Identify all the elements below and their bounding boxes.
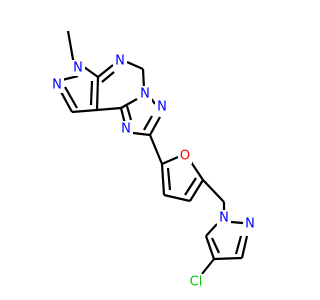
atom-label-n1: N	[73, 61, 83, 76]
bond-n8-pc3	[240, 235, 249, 259]
bond-c3a-c7a	[95, 76, 100, 111]
bond-c9a-c3a	[96, 106, 122, 112]
bond-n1-n2	[61, 74, 79, 82]
bond-c9a-n5-double	[125, 105, 133, 121]
bond-fc5-ch2	[202, 179, 225, 203]
atom-cl1: Cl	[185, 274, 207, 290]
bond-c2-furan	[148, 134, 164, 165]
atom-label-n2: N	[52, 78, 62, 93]
bond-pc3-pc4	[213, 256, 243, 261]
bond-c2-n6-double	[143, 115, 153, 131]
bond-c7a-n3-double	[101, 71, 115, 83]
bond-n8-pc3-double	[234, 235, 243, 255]
bond-c3a-c7a-double	[89, 80, 94, 106]
atom-n1: N	[71, 60, 85, 76]
atom-label-n3: N	[115, 54, 125, 69]
bond-c7a-n3	[97, 64, 114, 78]
bond-n4-c9a	[120, 98, 138, 109]
atom-n2: N	[50, 77, 64, 93]
bond-pc4-cl	[201, 258, 215, 275]
molecule-structure: N N N N N N N	[50, 30, 257, 290]
atom-label-n4: N	[140, 87, 150, 102]
bond-pc4-pc5-double	[211, 237, 220, 254]
atom-label-n7: N	[219, 211, 229, 226]
molecule-diagram: N N N N N N N	[50, 30, 257, 290]
bond-methyl	[66, 30, 76, 66]
bond-pc5-n7	[205, 223, 218, 237]
atom-n8: N	[243, 216, 257, 232]
atom-n5: N	[119, 121, 133, 137]
bond-n7-n8	[230, 220, 244, 225]
atom-label-n8: N	[245, 217, 255, 232]
bonds	[59, 30, 249, 275]
bond-fc3-fc2-double	[166, 167, 172, 191]
atom-label-cl1: Cl	[190, 275, 203, 290]
atom-labels: N N N N N N N	[50, 53, 257, 290]
bond-c3-c3a	[71, 108, 98, 114]
bond-fc4-fc3	[163, 193, 191, 203]
bond-n1-c7a	[83, 66, 99, 78]
bond-n3-c5	[126, 60, 144, 71]
bond-o-fc5	[190, 161, 204, 181]
atom-n7: N	[217, 210, 231, 226]
bond-fc5-fc4-double	[184, 177, 197, 196]
bond-fc5-fc4	[189, 179, 204, 202]
atom-n3: N	[113, 53, 127, 69]
atom-label-n6: N	[157, 100, 167, 115]
bond-fc3-fc2	[160, 163, 166, 196]
bond-n2-c3	[59, 89, 73, 113]
atom-o1: O	[178, 148, 192, 164]
bond-c5-n4	[141, 68, 146, 90]
bond-c2-n6	[149, 116, 161, 136]
atom-n4: N	[138, 86, 152, 102]
bond-pc4-pc5	[204, 235, 216, 260]
bond-n5-c2	[132, 131, 151, 137]
atom-n6: N	[155, 99, 169, 115]
atom-label-o1: O	[180, 149, 190, 164]
bond-n2-c3-double	[64, 86, 78, 109]
atom-label-n5: N	[121, 122, 131, 137]
bond-fc2-o	[161, 155, 179, 166]
